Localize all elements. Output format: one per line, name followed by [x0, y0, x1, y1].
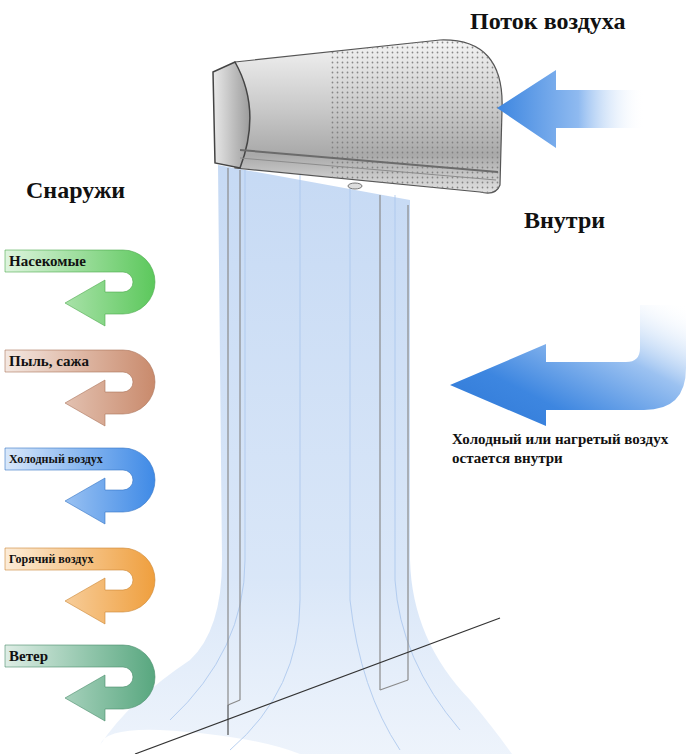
side-heading: Внутри [524, 205, 605, 235]
callout-label: Горячий воздух [5, 548, 97, 570]
illustration-part [380, 680, 408, 690]
perforated-grille [330, 40, 510, 200]
arrow-callout: Насекомые [5, 250, 155, 330]
floor-tick [228, 705, 229, 735]
warm-air-stays-arrow [450, 305, 686, 426]
sensor [348, 183, 362, 189]
side-heading: Поток воздуха [470, 6, 625, 36]
u-turn-arrow-shape [5, 350, 155, 426]
callout-label: Ветер [5, 645, 52, 667]
note-text: Холодный или нагретый воздух остается вн… [452, 430, 692, 468]
unit-end-cap [213, 62, 250, 168]
air-flow-arrow [497, 70, 645, 148]
arrow-callout: Холодный воздух [5, 448, 155, 528]
callout-label: Холодный воздух [5, 448, 107, 470]
illustration-part [239, 170, 240, 700]
door-frame [228, 168, 408, 705]
u-turn-arrow-shape [5, 250, 155, 326]
illustration-part [395, 195, 460, 730]
air-streaks [170, 170, 460, 750]
u-turn-arrow-shape [5, 548, 155, 624]
u-turn-arrow-shape [5, 645, 155, 721]
side-heading: Снаружи [26, 175, 125, 205]
illustration-part [407, 205, 408, 680]
arrow-callout: Горячий воздух [5, 548, 155, 628]
illustration-part [379, 195, 380, 690]
air-curtain-unit [213, 40, 510, 200]
air-outlet-lip [240, 158, 496, 180]
illustration-part [227, 168, 228, 705]
floor-line [135, 618, 500, 754]
callout-label: Насекомые [5, 250, 90, 272]
illustration-part [228, 700, 240, 705]
arrow-callout: Ветер [5, 645, 155, 725]
u-turn-arrow-shape [5, 448, 155, 524]
illustration-part [170, 170, 245, 720]
callout-label: Пыль, сажа [5, 350, 93, 372]
air-curtain-flow [100, 165, 512, 754]
illustration-part [350, 185, 400, 750]
arrow-callout: Пыль, сажа [5, 350, 155, 430]
